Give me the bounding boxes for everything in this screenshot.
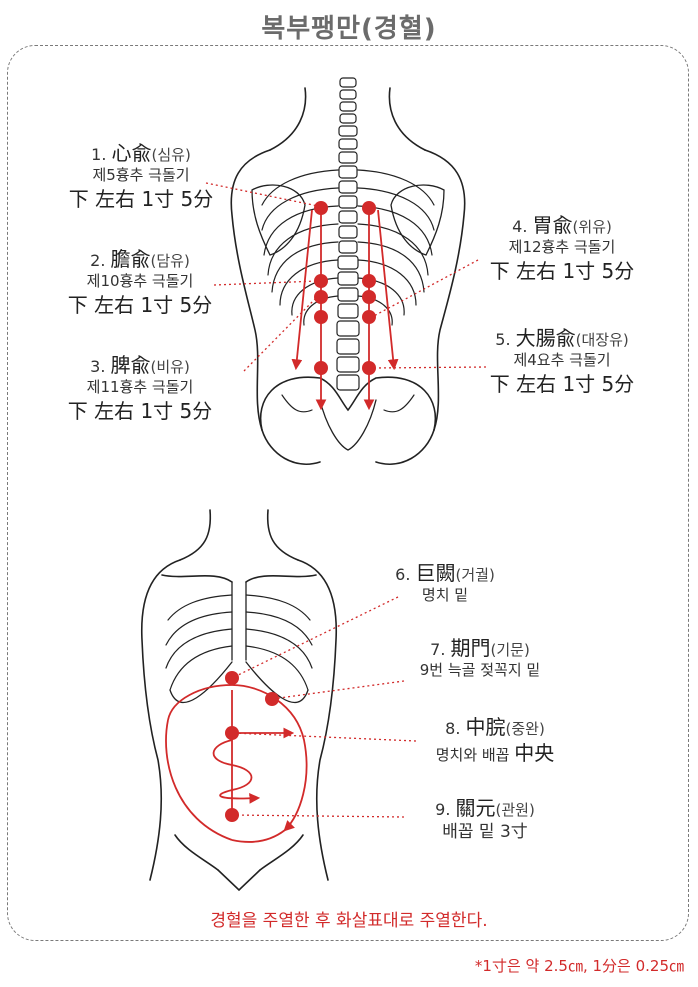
point-number: 7. [430, 640, 446, 659]
acupoint-stomach-shu-right [362, 310, 376, 324]
back-acupoints [314, 201, 376, 375]
point-korean: (위유) [572, 218, 612, 236]
point-hanja: 中脘 [465, 715, 506, 739]
point-korean: (비유) [150, 358, 190, 376]
point-number: 5. [495, 330, 511, 349]
point-location: 배꼽 밑 3寸 [442, 822, 528, 842]
acupoint-large-intestine-shu-right [362, 361, 376, 375]
point-location: 제10흉추 극돌기 [86, 272, 194, 290]
acupoint-label-3: 3. 脾兪(비유) 제11흉추 극돌기 下 左右 1寸 5分 [40, 352, 240, 424]
acupoint-large-intestine-shu [314, 361, 328, 375]
point-hanja: 期門 [450, 636, 491, 660]
point-korean: (중완) [505, 720, 545, 738]
point-hanja: 巨闕 [415, 561, 456, 585]
point-location: 9번 늑골 젖꼭지 밑 [419, 661, 541, 679]
point-hanja: 大腸兪 [515, 326, 576, 350]
acupoint-junggwan [225, 726, 239, 740]
acupoint-label-1: 1. 心兪(심유) 제5흉추 극돌기 下 左右 1寸 5分 [46, 140, 236, 212]
point-number: 8. [445, 719, 461, 738]
spine-vertebrae [336, 77, 360, 391]
acupoint-gallbladder-shu [314, 274, 328, 288]
front-arrows [165, 684, 308, 843]
point-hanja: 膽兪 [110, 247, 151, 271]
point-korean: (담유) [150, 252, 190, 270]
point-number: 3. [90, 357, 106, 376]
point-location: 명치 밑 [421, 586, 469, 604]
point-hanja: 心兪 [111, 141, 152, 165]
point-location: 제4요추 극돌기 [513, 351, 611, 369]
point-number: 1. [91, 145, 107, 164]
content-frame [7, 45, 689, 941]
front-acupoints [225, 671, 279, 822]
acupoint-gimun [265, 692, 279, 706]
acupoint-gwanwon [225, 808, 239, 822]
point-korean: (심유) [151, 146, 191, 164]
point-number: 6. [395, 565, 411, 584]
acupoint-heart-shu-right [362, 201, 376, 215]
point-location: 명치와 배꼽 [435, 746, 515, 764]
point-hanja: 關元 [455, 796, 496, 820]
acupoint-label-8: 8. 中脘(중완) 명치와 배꼽 中央 [400, 714, 590, 766]
point-korean: (거궐) [455, 566, 495, 584]
acupoint-label-6: 6. 巨闕(거궐) 명치 밑 [360, 560, 530, 606]
acupoint-spleen-shu [314, 290, 328, 304]
point-korean: (대장유) [575, 331, 629, 349]
acupoint-label-4: 4. 胃兪(위유) 제12흉추 극돌기 下 左右 1寸 5分 [462, 212, 662, 284]
point-location: 제11흉추 극돌기 [86, 378, 194, 396]
page-title: 복부팽만(경혈) [261, 14, 437, 44]
point-location-emphasis: 中央 [514, 741, 555, 765]
back-leader-lines [205, 182, 487, 372]
point-method: 下 左右 1寸 5分 [489, 258, 635, 283]
acupoint-label-2: 2. 膽兪(담유) 제10흉추 극돌기 下 左右 1寸 5分 [40, 246, 240, 318]
point-number: 9. [435, 800, 451, 819]
front-leader-lines [231, 596, 417, 818]
instruction-text: 경혈을 주열한 후 화살표대로 주열한다. [210, 911, 488, 931]
point-location: 제5흉추 극돌기 [92, 166, 190, 184]
point-korean: (기문) [490, 641, 530, 659]
point-method: 下 左右 1寸 5分 [68, 186, 214, 211]
acupoint-stomach-shu [314, 310, 328, 324]
front-torso-figure [140, 509, 338, 892]
point-location: 제12흉추 극돌기 [508, 238, 616, 256]
acupoint-label-9: 9. 關元(관원) 배꼽 밑 3寸 [400, 795, 570, 843]
point-hanja: 胃兪 [532, 213, 573, 237]
point-method: 下 左右 1寸 5分 [489, 371, 635, 396]
footnote: *1寸은 약 2.5㎝, 1分은 0.25㎝ [474, 957, 684, 975]
acupoint-geogwol [225, 671, 239, 685]
point-hanja: 脾兪 [110, 353, 151, 377]
point-method: 下 左右 1寸 5分 [67, 398, 213, 423]
point-korean: (관원) [495, 801, 535, 819]
acupoint-label-7: 7. 期門(기문) 9번 늑골 젖꼭지 밑 [380, 635, 580, 681]
acupoint-spleen-shu-right [362, 290, 376, 304]
point-method: 下 左右 1寸 5分 [67, 292, 213, 317]
point-number: 4. [512, 217, 528, 236]
acupoint-heart-shu [314, 201, 328, 215]
acupoint-label-5: 5. 大腸兪(대장유) 제4요추 극돌기 下 左右 1寸 5分 [457, 325, 667, 397]
point-number: 2. [90, 251, 106, 270]
acupoint-gallbladder-shu-right [362, 274, 376, 288]
